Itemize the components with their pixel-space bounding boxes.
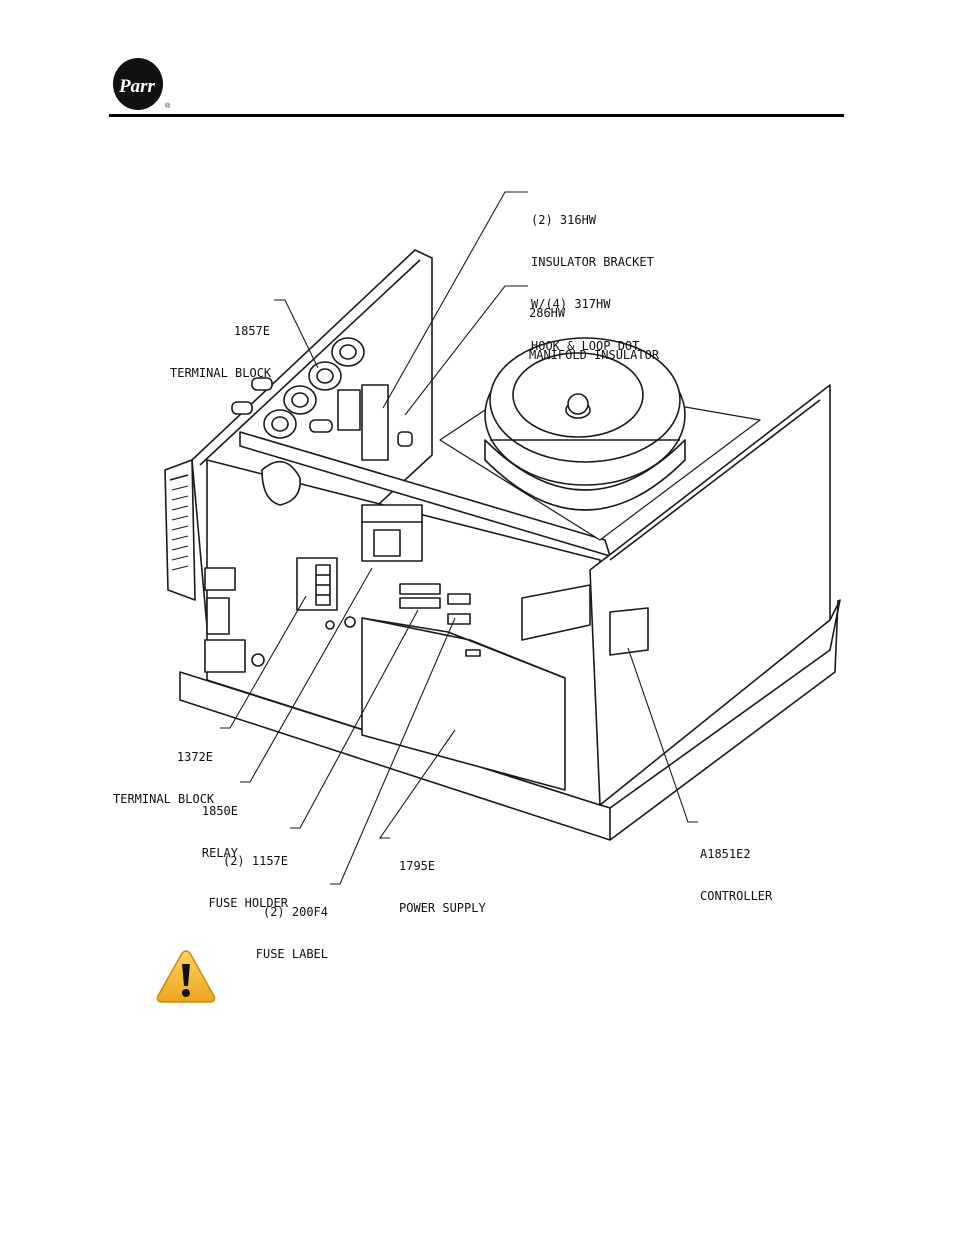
- callout-line: A1851E2: [700, 847, 751, 861]
- callout-line: MANIFOLD INSULATOR: [529, 348, 660, 362]
- callout-line: HOOK & LOOP DOT: [531, 339, 640, 353]
- callout-line: 1857E: [233, 324, 270, 338]
- callout-line: 286HW: [529, 306, 566, 320]
- callout-terminal-block-1372e: 1372E TERMINAL BLOCK: [113, 722, 215, 820]
- callout-fuse-label: (2) 200F4 FUSE LABEL: [236, 877, 328, 975]
- warning-icon: [156, 950, 216, 1003]
- callout-controller: A1851E2 CONTROLLER: [700, 819, 772, 917]
- callout-line: TERMINAL BLOCK: [170, 366, 272, 380]
- callout-line: FUSE LABEL: [255, 947, 328, 961]
- header-rule: [109, 114, 844, 117]
- callout-line: FUSE HOLDER: [208, 896, 288, 910]
- callout-fuse-holder: (2) 1157E FUSE HOLDER: [196, 826, 288, 924]
- callout-line: 1795E: [399, 859, 436, 873]
- callout-line: 1372E: [176, 750, 213, 764]
- callout-line: (2) 316HW: [531, 213, 597, 227]
- callout-line: TERMINAL BLOCK: [113, 792, 215, 806]
- callout-insulator-bracket: (2) 316HW INSULATOR BRACKET W/(4) 317HW …: [531, 185, 654, 367]
- callout-line: W/(4) 317HW: [531, 297, 611, 311]
- logo-registered-mark: ®: [165, 102, 171, 110]
- callout-line: CONTROLLER: [700, 889, 773, 903]
- callout-manifold-insulator: 286HW MANIFOLD INSULATOR: [529, 278, 659, 376]
- callout-line: (2) 200F4: [262, 905, 328, 919]
- callout-line: RELAY: [201, 846, 238, 860]
- parr-logo: Parr ®: [113, 58, 171, 110]
- callout-line: (2) 1157E: [222, 854, 288, 868]
- callout-relay: 1850E RELAY: [176, 776, 238, 874]
- callout-power-supply: 1795E POWER SUPPLY: [399, 831, 486, 929]
- callout-terminal-block-1857e: 1857E TERMINAL BLOCK: [170, 296, 272, 394]
- callout-line: INSULATOR BRACKET: [531, 255, 654, 269]
- logo-text: Parr: [118, 76, 156, 97]
- callout-line: POWER SUPPLY: [399, 901, 486, 915]
- callout-line: 1850E: [201, 804, 238, 818]
